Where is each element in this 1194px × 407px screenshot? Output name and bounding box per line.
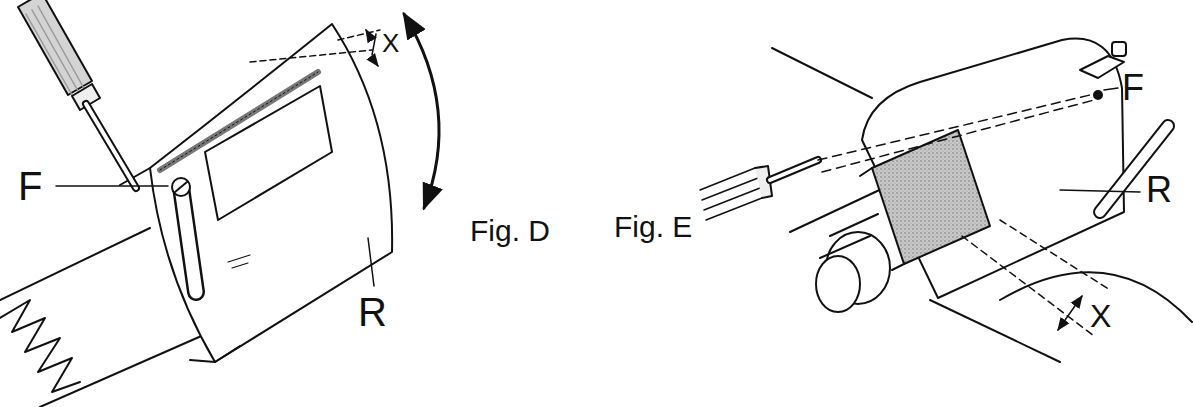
figure-label: Fig. D bbox=[470, 216, 550, 246]
dimension-label: X bbox=[382, 30, 399, 56]
figure-e bbox=[700, 39, 1192, 362]
part-label: R bbox=[358, 292, 387, 332]
part-label: F bbox=[1122, 70, 1144, 106]
figure-d bbox=[0, 0, 439, 407]
part-label: F bbox=[18, 166, 42, 206]
figure-label: Fig. E bbox=[614, 212, 692, 242]
dimension-label: X bbox=[1090, 300, 1111, 332]
part-label: R bbox=[1146, 172, 1172, 208]
